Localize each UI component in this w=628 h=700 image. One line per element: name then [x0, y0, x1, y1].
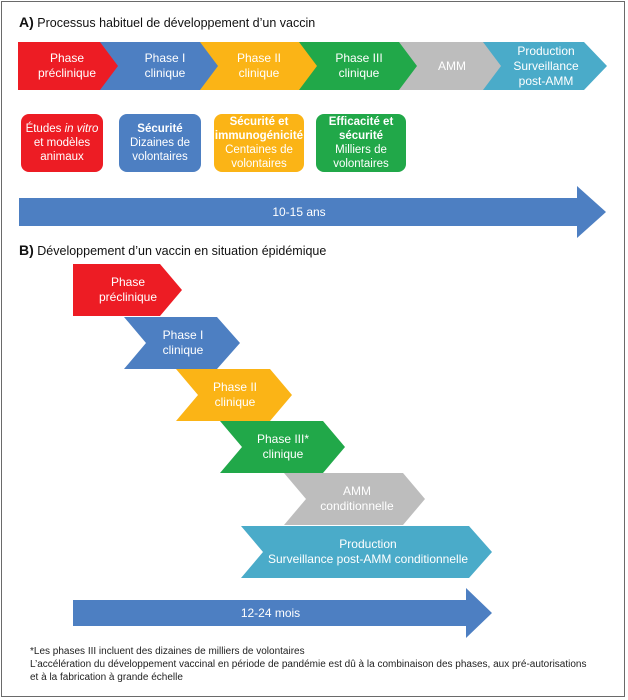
section-a-heading: A) Processus habituel de développement d…: [19, 14, 315, 30]
a-phase-3-box: Efficacité et sécurité Milliers de volon…: [316, 114, 406, 172]
a-phase-1-box: Sécurité Dizaines de volontaires: [119, 114, 201, 172]
a-duration-label: 10-15 ans: [272, 204, 326, 219]
section-b-title: Développement d’un vaccin en situation é…: [37, 244, 327, 258]
a-phase-1-arrow: [100, 42, 219, 90]
footnote-phase-3: *Les phases III incluent des dizaines de…: [30, 646, 305, 657]
a-preclinique-box: Études in vitro et modèles animaux: [21, 114, 103, 172]
a-phase-2-box: Sécurité et immunogénicité Centaines de …: [214, 114, 304, 172]
footnote-acceleration-cont: et à la fabrication à grande échelle: [30, 672, 183, 683]
a-amm-label: AMM: [438, 58, 466, 73]
a-production-arrow: [483, 42, 607, 90]
b-phase-3-arrow: [220, 421, 345, 473]
section-b-heading: B) Développement d’un vaccin en situatio…: [19, 242, 326, 258]
b-phase-1-arrow: [124, 317, 240, 369]
b-phase-2-arrow: [176, 369, 292, 421]
b-phase-3-label: Phase III*clinique: [256, 432, 310, 461]
section-a-letter: A): [19, 14, 34, 30]
b-amm-arrow: [284, 473, 425, 525]
b-production-arrow: [241, 526, 492, 578]
footnote-acceleration: L’accélération du développement vaccinal…: [30, 659, 587, 670]
a-duration-arrow: [19, 186, 606, 238]
section-a-title: Processus habituel de développement d’un…: [37, 16, 316, 30]
a-amm-arrow: [399, 42, 506, 90]
b-duration-arrow: [73, 588, 492, 638]
a-phase-3-arrow: [299, 42, 418, 90]
b-duration-label: 12-24 mois: [240, 605, 301, 620]
a-phase-preclinique-arrow: [18, 42, 119, 90]
a-phase-2-arrow: [200, 42, 318, 90]
b-phase-preclinique-arrow: [73, 264, 182, 316]
section-b-letter: B): [19, 242, 34, 258]
